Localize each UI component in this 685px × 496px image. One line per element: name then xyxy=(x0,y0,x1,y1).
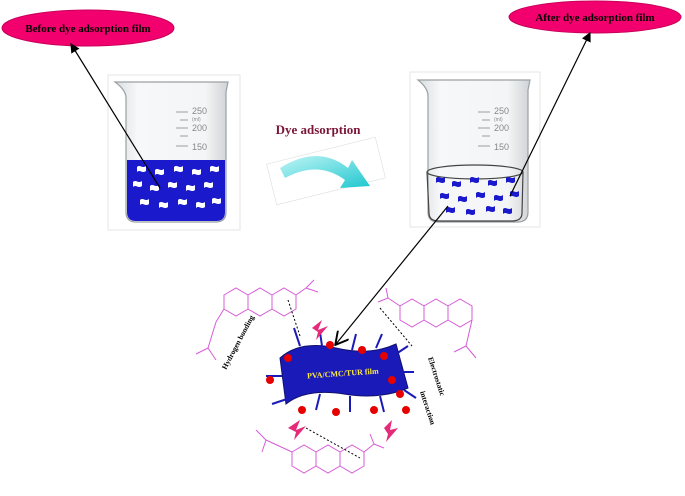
before-label-bubble: Before dye adsorption film xyxy=(1,9,175,47)
film-functional-groups xyxy=(266,327,417,413)
film-zoom-arrow xyxy=(336,205,449,344)
electrostatic-label-line2: interaction xyxy=(418,390,438,427)
after-label-bubble: After dye adsorption film xyxy=(508,0,682,34)
lightning-icon xyxy=(288,320,398,442)
before-pointer-arrow xyxy=(70,42,161,189)
after-pointer-arrow xyxy=(509,31,591,197)
grad-200: 200 xyxy=(192,123,207,133)
graduation-marks xyxy=(176,111,188,147)
molecule-icon xyxy=(195,279,477,474)
grad-250: 250 xyxy=(192,106,207,116)
grad-200-after: 200 xyxy=(494,123,509,133)
grad-150: 150 xyxy=(192,142,207,152)
process-label: Dye adsorption xyxy=(276,122,362,137)
film: PVA/CMC/TUR film xyxy=(266,327,417,413)
beaker-after: 250 (ml) 200 150 xyxy=(409,71,541,228)
curved-arrow-icon xyxy=(266,136,386,206)
electrostatic-label-line1: Electrostatic xyxy=(426,356,447,398)
interaction-dotted-lines xyxy=(287,299,413,459)
dye-cation-dots xyxy=(266,341,410,416)
hydrogen-bonding-label: Hydrogen bonding xyxy=(220,313,256,371)
grad-unit-after: (ml) xyxy=(494,117,503,123)
before-label: Before dye adsorption film xyxy=(25,23,150,35)
grad-250-after: 250 xyxy=(494,106,509,116)
grad-150-after: 150 xyxy=(494,142,509,152)
beaker-before: 250 (ml) 200 150 xyxy=(107,74,241,231)
after-label: After dye adsorption film xyxy=(535,12,654,24)
grad-unit: (ml) xyxy=(192,117,201,123)
